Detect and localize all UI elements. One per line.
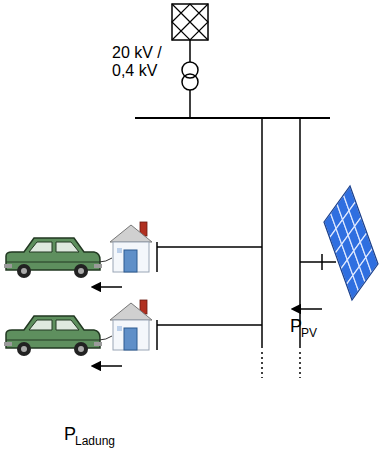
power-subscript: Ladung — [75, 435, 115, 449]
house-icon — [110, 300, 157, 350]
transformer-rating: 20 kV / 0,4 kV — [112, 44, 178, 81]
charging-cable — [99, 258, 112, 340]
house-icon — [110, 222, 157, 272]
pv-panel — [324, 186, 378, 300]
grid-symbol — [172, 4, 208, 40]
feeder-lines — [157, 118, 336, 378]
power-symbol: P — [290, 316, 302, 337]
pv-frame — [324, 186, 378, 300]
power-arrows — [100, 287, 322, 366]
car-icon — [4, 316, 102, 356]
power-subscript: PV — [301, 327, 317, 341]
power-symbol: P — [64, 424, 76, 445]
feed-line — [189, 40, 191, 62]
car-icon — [4, 238, 102, 278]
feed-line — [189, 90, 191, 118]
transformer-symbol — [182, 62, 198, 90]
